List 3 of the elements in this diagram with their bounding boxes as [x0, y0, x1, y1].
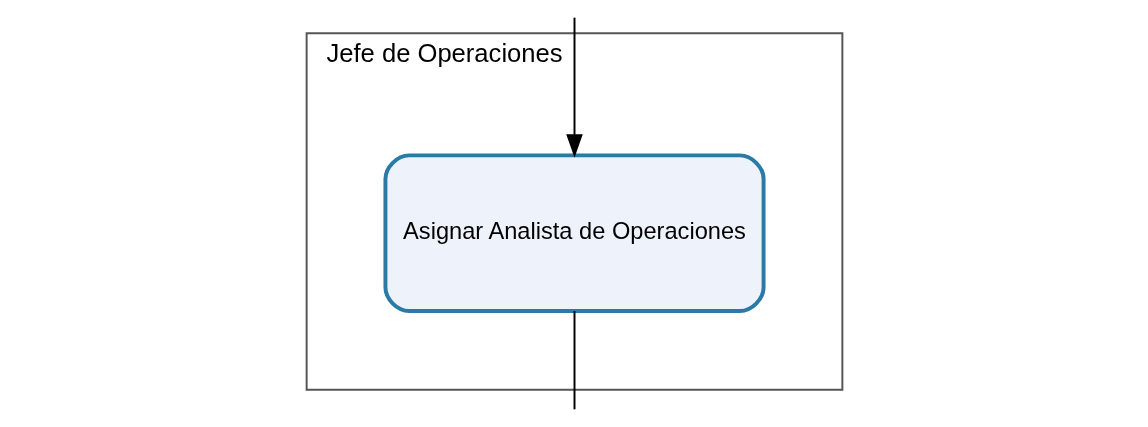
node-box: Asignar Analista de Operaciones — [382, 153, 766, 313]
connector — [573, 310, 575, 411]
arrow — [565, 16, 583, 158]
